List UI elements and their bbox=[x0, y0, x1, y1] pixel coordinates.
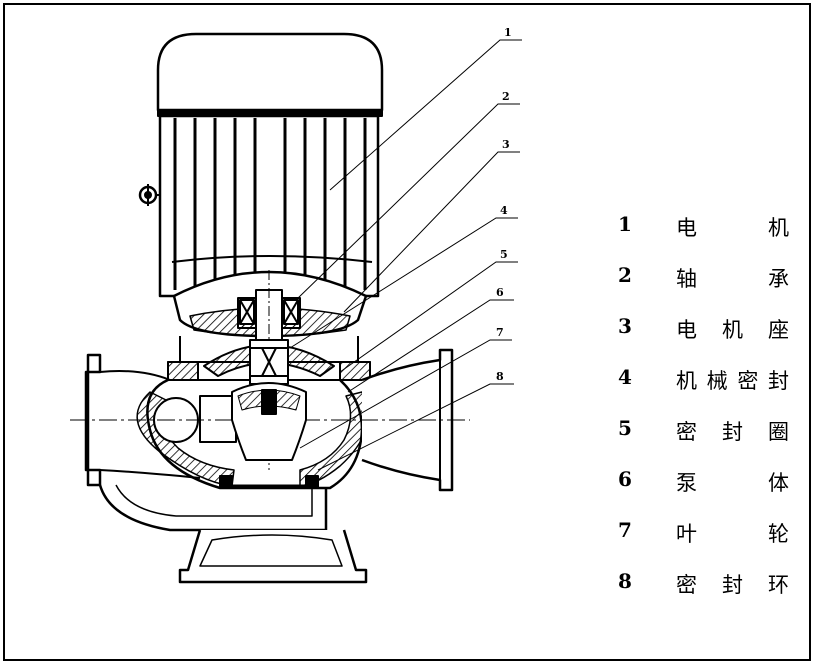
legend-item: 7 叶 轮 bbox=[612, 518, 790, 548]
callout-7: 7 bbox=[496, 326, 504, 339]
legend-number: 3 bbox=[618, 314, 632, 338]
callout-8: 8 bbox=[496, 370, 504, 383]
callout-6: 6 bbox=[496, 286, 504, 299]
legend-number: 7 bbox=[618, 518, 632, 542]
legend-item: 8 密封环 bbox=[612, 569, 790, 599]
pump-body bbox=[70, 348, 470, 492]
legend-label: 电 机 bbox=[676, 216, 790, 240]
pump-cover bbox=[167, 339, 371, 385]
legend-item: 3 电机座 bbox=[612, 314, 790, 344]
legend-number: 5 bbox=[618, 416, 632, 440]
pump-cross-section-drawing: 1 2 3 4 5 6 7 8 bbox=[70, 26, 522, 584]
diagram-frame bbox=[3, 3, 811, 661]
bearing bbox=[239, 299, 299, 325]
mechanical-seal bbox=[249, 339, 289, 385]
legend-label: 机械密封 bbox=[676, 369, 790, 393]
legend-label: 叶 轮 bbox=[676, 522, 790, 546]
callout-5: 5 bbox=[500, 248, 508, 261]
legend-label: 电机座 bbox=[676, 318, 790, 342]
inlet-elbow bbox=[98, 484, 368, 584]
callout-1: 1 bbox=[504, 26, 512, 39]
impeller bbox=[219, 382, 319, 489]
legend-item: 6 泵 体 bbox=[612, 467, 790, 497]
terminal-knob bbox=[138, 184, 160, 206]
legend-item: 4 机械密封 bbox=[612, 365, 790, 395]
legend-label: 密封圈 bbox=[676, 420, 790, 444]
motor bbox=[138, 32, 384, 298]
legend-number: 2 bbox=[618, 263, 632, 287]
legend-label: 泵 体 bbox=[676, 471, 790, 495]
legend-number: 6 bbox=[618, 467, 632, 491]
legend-label: 轴 承 bbox=[676, 267, 790, 291]
legend-number: 1 bbox=[618, 212, 632, 236]
legend-number: 8 bbox=[618, 569, 632, 593]
callout-4: 4 bbox=[500, 204, 508, 217]
legend-label: 密封环 bbox=[676, 573, 790, 597]
callout-3: 3 bbox=[502, 138, 510, 151]
legend-item: 1 电 机 bbox=[612, 212, 790, 242]
legend-number: 4 bbox=[618, 365, 632, 389]
callout-2: 2 bbox=[502, 90, 510, 103]
legend-item: 2 轴 承 bbox=[612, 263, 790, 293]
legend-item: 5 密封圈 bbox=[612, 416, 790, 446]
